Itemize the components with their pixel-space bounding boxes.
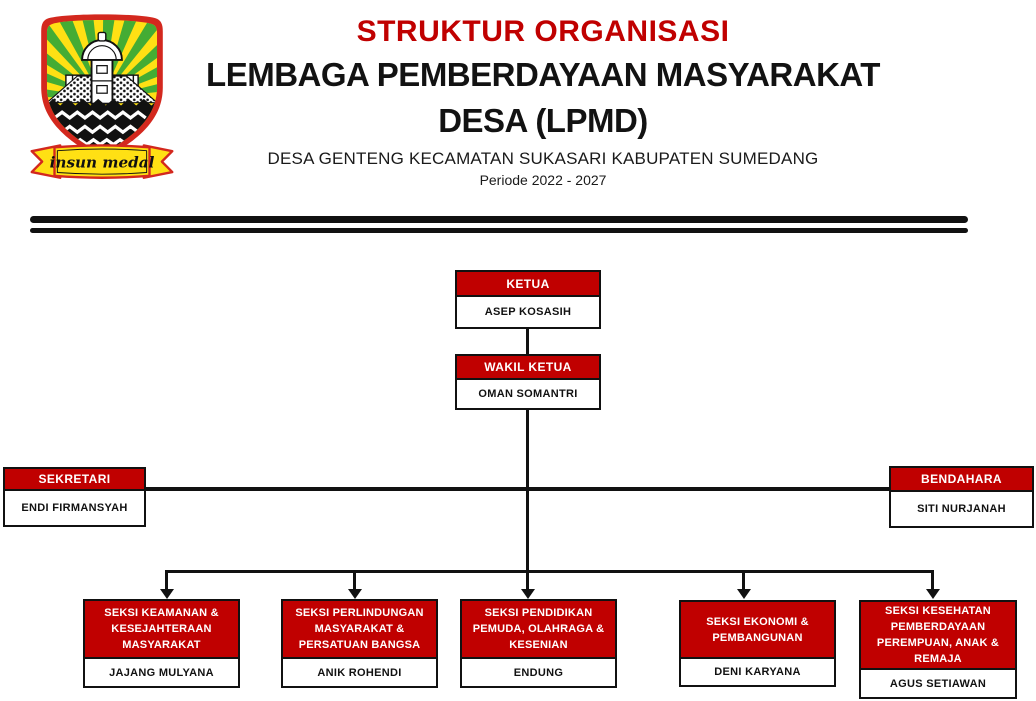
node-seksi-title: SEKSI EKONOMI & PEMBANGUNAN [681, 602, 834, 659]
arrow-down-icon [348, 589, 362, 599]
node-bendahara-name: SITI NURJANAH [917, 503, 1006, 515]
connector-drop-3 [526, 570, 529, 590]
node-seksi-name: ANIK ROHENDI [317, 666, 402, 679]
node-seksi-name: DENI KARYANA [714, 666, 801, 678]
coat-of-arms-icon: insun medal [30, 14, 174, 179]
node-wakil-ketua-name: OMAN SOMANTRI [478, 388, 578, 400]
node-seksi-title: SEKSI KESEHATAN PEMBERDAYAAN PEREMPUAN, … [861, 602, 1015, 670]
arrow-down-icon [737, 589, 751, 599]
node-seksi-ekonomi: SEKSI EKONOMI & PEMBANGUNAN DENI KARYANA [679, 600, 836, 687]
connector-seksi-rail [166, 570, 934, 573]
node-sekretari-title: SEKRETARI [5, 469, 144, 491]
node-ketua-title: KETUA [457, 272, 599, 297]
node-seksi-kesehatan: SEKSI KESEHATAN PEMBERDAYAAN PEREMPUAN, … [859, 600, 1017, 699]
arrow-down-icon [160, 589, 174, 599]
node-ketua-name: ASEP KOSASIH [484, 306, 572, 318]
node-seksi-keamanan: SEKSI KEAMANAN & KESEJAHTERAAN MASYARAKA… [83, 599, 240, 688]
arrow-down-icon [521, 589, 535, 599]
org-name-line1: LEMBAGA PEMBERDAYAAN MASYARAKAT [206, 56, 880, 93]
node-bendahara: BENDAHARA SITI NURJANAH [889, 466, 1034, 528]
node-sekretari: SEKRETARI ENDI FIRMANSYAH [3, 467, 146, 527]
lingga-monument [81, 31, 123, 105]
header-titles: STRUKTUR ORGANISASI LEMBAGA PEMBERDAYAAN… [180, 12, 906, 189]
connector-drop-5 [931, 570, 934, 590]
node-seksi-name: ENDUNG [513, 666, 564, 679]
ribbon-banner: insun medal [30, 144, 174, 179]
node-ketua: KETUA ASEP KOSASIH [455, 270, 601, 329]
node-sekretari-name: ENDI FIRMANSYAH [21, 502, 128, 514]
header-divider-top [30, 216, 968, 223]
node-seksi-title: SEKSI PENDIDIKAN PEMUDA, OLAHRAGA & KESE… [462, 601, 615, 659]
node-seksi-pendidikan: SEKSI PENDIDIKAN PEMUDA, OLAHRAGA & KESE… [460, 599, 617, 688]
page-title: STRUKTUR ORGANISASI [356, 15, 730, 48]
org-name-line2: DESA (LPMD) [438, 102, 648, 139]
connector-ketua-wakil [526, 327, 529, 354]
node-seksi-name: JAJANG MULYANA [109, 666, 214, 679]
node-seksi-perlindungan: SEKSI PERLINDUNGAN MASYARAKAT & PERSATUA… [281, 599, 438, 688]
node-seksi-name: AGUS SETIAWAN [889, 677, 987, 690]
ribbon-text: insun medal [50, 153, 155, 171]
connector-drop-4 [742, 570, 745, 590]
node-seksi-title: SEKSI PERLINDUNGAN MASYARAKAT & PERSATUA… [283, 601, 436, 659]
node-bendahara-title: BENDAHARA [891, 468, 1032, 492]
header-divider-bottom [30, 228, 968, 233]
connector-drop-1 [165, 570, 168, 590]
node-wakil-ketua: WAKIL KETUA OMAN SOMANTRI [455, 354, 601, 410]
connector-sekretari-bendahara [146, 487, 889, 491]
connector-drop-2 [353, 570, 356, 590]
org-period: Periode 2022 - 2027 [479, 172, 607, 188]
node-wakil-ketua-title: WAKIL KETUA [457, 356, 599, 380]
node-seksi-title: SEKSI KEAMANAN & KESEJAHTERAAN MASYARAKA… [85, 601, 238, 659]
org-location-subtitle: DESA GENTENG KECAMATAN SUKASARI KABUPATE… [267, 149, 819, 168]
sumedang-logo: insun medal [26, 5, 178, 189]
arrow-down-icon [926, 589, 940, 599]
